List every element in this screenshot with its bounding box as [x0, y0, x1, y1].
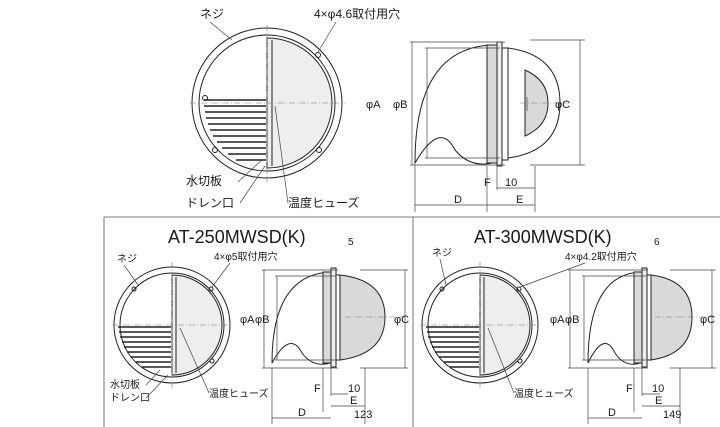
left-front-view	[112, 262, 232, 388]
top-D-label: D	[454, 194, 462, 206]
right-F-label: F	[626, 383, 633, 395]
top-phiA-label: φA	[366, 99, 381, 111]
top-ten-label: 10	[505, 177, 517, 189]
top-F-label: F	[484, 177, 491, 189]
top-front-view	[190, 25, 345, 182]
left-title: AT-250MWSD(K) 5	[168, 227, 354, 248]
left-ten-label: 10	[348, 383, 360, 395]
left-phiB-label: φB	[255, 314, 269, 326]
left-phiC-label: φC	[394, 314, 409, 326]
left-F-label: F	[314, 383, 321, 395]
right-phiA-label: φA	[550, 314, 565, 326]
top-phiB-label: φB	[393, 99, 407, 111]
top-phiC-label: φC	[555, 99, 570, 111]
left-side-view	[262, 267, 408, 424]
top-screw-label: ネジ	[200, 7, 224, 21]
panel-frames	[103, 216, 720, 427]
top-mount-holes-label: 4×φ4.6取付用穴	[314, 6, 400, 21]
left-D-label: D	[298, 407, 306, 419]
left-screw-label: ネジ	[117, 253, 137, 265]
right-screw-label: ネジ	[432, 247, 452, 259]
right-E-label: E	[655, 395, 662, 407]
right-phiB-label: φB	[565, 314, 579, 326]
right-fuse-label: 温度ヒューズ	[514, 387, 574, 400]
top-fuse-leader	[274, 105, 289, 204]
left-water-plate-label: 水切板	[110, 378, 140, 391]
left-water-plate-leader	[145, 369, 161, 386]
right-width-label: 149	[663, 409, 681, 421]
right-ten-label: 10	[652, 383, 664, 395]
right-title: AT-300MWSD(K) 6	[474, 227, 660, 248]
right-side-view	[568, 267, 716, 424]
top-mount-holes-leader	[317, 21, 337, 53]
right-louver-grille	[426, 326, 479, 368]
svg-text:AT-300MWSD(K): AT-300MWSD(K)	[474, 227, 612, 247]
left-louver-grille	[118, 326, 171, 368]
left-fuse-leader	[179, 327, 210, 394]
top-drain-label: ドレン口	[186, 196, 234, 210]
right-D-label: D	[608, 407, 616, 419]
left-drain-label: ドレン口	[110, 393, 150, 404]
top-louver-grille	[204, 99, 266, 161]
right-phiC-label: φC	[700, 314, 715, 326]
right-front-view	[420, 262, 540, 388]
top-drain-leader	[239, 165, 266, 204]
left-mount-holes-leader	[211, 262, 231, 288]
top-screw-leader	[209, 21, 233, 41]
left-phiA-label: φA	[240, 314, 255, 326]
top-fuse-label: 温度ヒューズ	[288, 195, 359, 210]
right-mount-holes-label: 4×φ4.2取付用穴	[565, 250, 637, 263]
right-fuse-leader	[487, 327, 515, 394]
top-side-view	[410, 39, 585, 212]
left-drain-leader	[145, 374, 169, 399]
top-E-label: E	[516, 194, 523, 206]
left-mount-holes-label: 4×φ5取付用穴	[214, 250, 277, 263]
left-screw-leader	[123, 264, 139, 286]
top-water-plate-label: 水切板	[186, 174, 222, 188]
svg-text:6: 6	[654, 237, 660, 248]
svg-text:5: 5	[348, 237, 354, 248]
right-mount-holes-leader	[519, 262, 586, 288]
left-width-label: 123	[354, 409, 372, 421]
left-E-label: E	[350, 395, 357, 407]
svg-text:AT-250MWSD(K): AT-250MWSD(K)	[168, 227, 306, 247]
left-fuse-label: 温度ヒューズ	[209, 387, 269, 400]
right-screw-leader	[439, 258, 447, 286]
top-water-plate-leader	[237, 159, 263, 183]
